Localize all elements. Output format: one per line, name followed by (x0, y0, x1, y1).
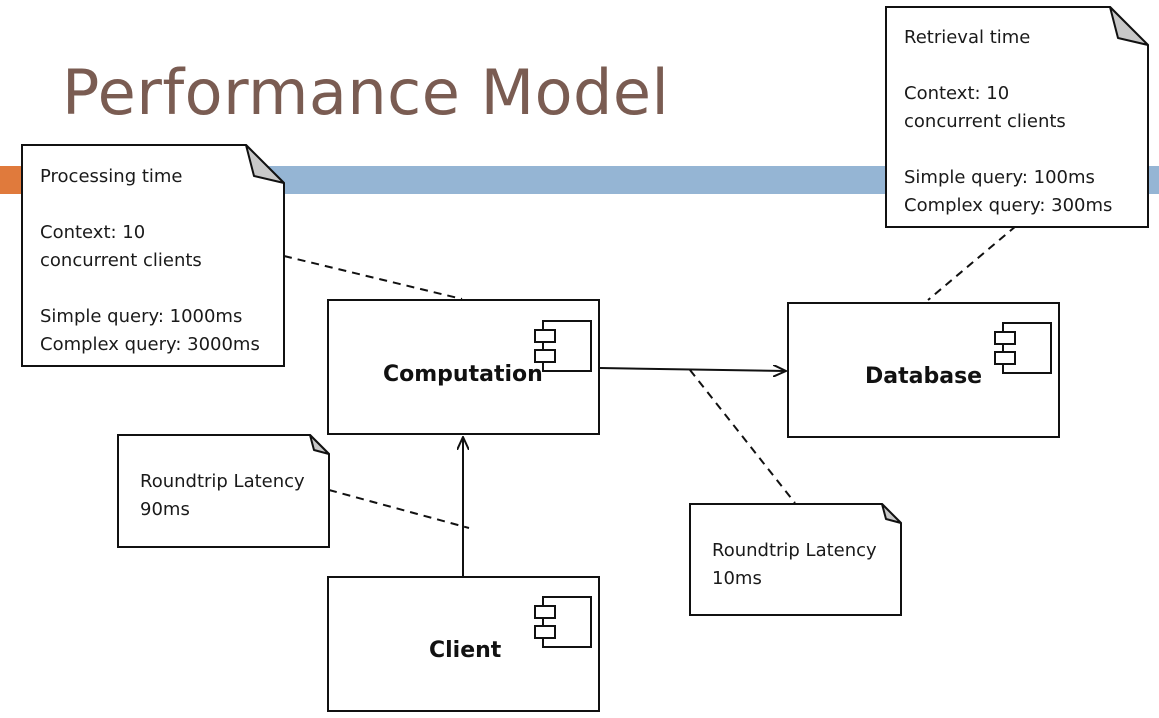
latency-db-connector (689, 369, 796, 504)
component-icon (534, 320, 592, 372)
processing-heading: Processing time (40, 166, 183, 187)
slide-title: Performance Model (62, 56, 670, 129)
database-label: Database (865, 364, 983, 389)
note-connectors (283, 225, 1017, 529)
component-icon (994, 322, 1052, 374)
note-latency-db (689, 503, 902, 616)
client-label: Client (429, 638, 502, 663)
processing-note-connector (283, 255, 463, 300)
retrieval-context: Context: 10 concurrent clients (904, 83, 1066, 132)
processing-simple: Simple query: 1000ms (40, 306, 243, 327)
retrieval-note-connector (927, 225, 1017, 301)
note-latency-client (117, 434, 330, 548)
computation-to-database-arrow (599, 368, 786, 371)
processing-context: Context: 10 concurrent clients (40, 222, 202, 271)
note-processing (21, 144, 285, 367)
component-icon (534, 596, 592, 648)
computation-label: Computation (383, 362, 543, 387)
latency-db-label: Roundtrip Latency 10ms (712, 540, 877, 589)
note-retrieval (885, 6, 1149, 228)
retrieval-heading: Retrieval time (904, 27, 1031, 48)
retrieval-simple: Simple query: 100ms (904, 167, 1095, 188)
retrieval-complex: Complex query: 300ms (904, 195, 1113, 216)
latency-client-connector (328, 489, 470, 529)
accent-bar (0, 166, 22, 194)
latency-client-label: Roundtrip Latency 90ms (140, 471, 305, 520)
processing-complex: Complex query: 3000ms (40, 334, 260, 355)
